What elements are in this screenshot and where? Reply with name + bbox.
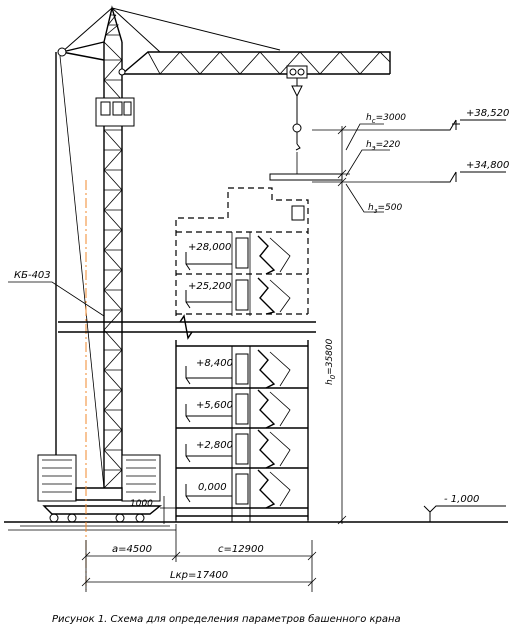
floor-levels: [185, 252, 232, 503]
he-symbol: h: [366, 140, 372, 150]
crane-cab: [95, 97, 135, 127]
hc-sub: с: [372, 117, 376, 125]
level-2800: +2,800: [196, 440, 233, 451]
level-5600: +5,600: [196, 400, 233, 411]
crane-mast: [103, 5, 123, 489]
dim-c: с=12900: [218, 544, 264, 555]
h0-sub: 0: [329, 374, 337, 379]
hc-symbol: h: [366, 113, 372, 123]
level-0000: 0,000: [198, 482, 227, 493]
crane-label-leader: [8, 281, 105, 317]
level-ground: - 1,000: [444, 494, 479, 505]
crane-model-label: КБ-403: [14, 270, 51, 281]
bottom-dimensions: [81, 524, 317, 592]
hc-value: =3000: [376, 113, 407, 123]
ground-line: [4, 521, 508, 527]
he-sub: э: [372, 144, 376, 152]
figure-caption: Рисунок 1. Схема для определения парамет…: [52, 613, 401, 625]
svg-text:hэ=220: hэ=220: [366, 140, 401, 152]
crane-trolley-hook: [269, 65, 343, 181]
svg-text:h0=35800: h0=35800: [325, 338, 337, 385]
dim-lkr: Lкр=17400: [170, 570, 228, 581]
height-dimensions: [312, 119, 506, 525]
building-upper: [175, 187, 309, 316]
svg-text:hз=500: hз=500: [368, 203, 402, 215]
level-28000: +28,000: [188, 242, 231, 253]
dim-a: а=4500: [112, 544, 152, 555]
level-8400: +8,400: [196, 358, 233, 369]
crane-jib: [57, 7, 391, 76]
level-38520: +38,520: [466, 108, 509, 119]
level-25200: +25,200: [188, 281, 231, 292]
hz-symbol: h: [368, 203, 374, 213]
he-value: =220: [376, 140, 401, 150]
building-lower: [175, 340, 309, 522]
crane-base: [8, 52, 176, 531]
svg-text:hс=3000: hс=3000: [366, 113, 406, 125]
base-dimension: [160, 496, 176, 524]
hz-value: =500: [377, 203, 402, 213]
break-line: [58, 314, 316, 340]
base-dim-label: 1000: [130, 499, 153, 509]
hz-sub: з: [374, 207, 378, 215]
h0-value: =35800: [325, 338, 335, 374]
level-34800: +34,800: [466, 160, 509, 171]
h0-symbol: h: [325, 379, 335, 385]
